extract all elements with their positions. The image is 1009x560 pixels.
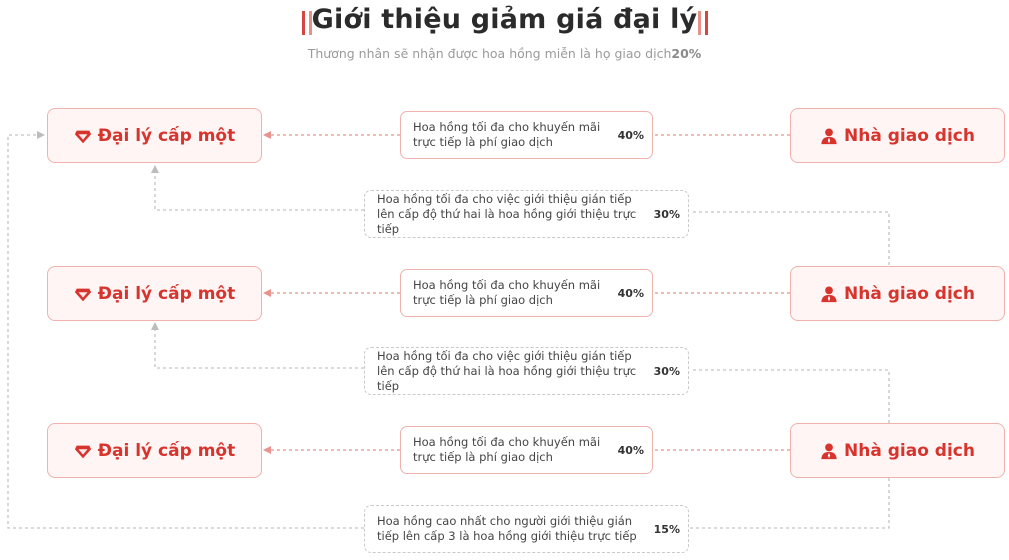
indirect-line-3-left [7, 131, 364, 529]
agent-label: Đại lý cấp một [97, 283, 236, 304]
agent-label: Đại lý cấp một [97, 440, 236, 461]
trader-label: Nhà giao dịch [844, 283, 975, 304]
user-icon [821, 286, 837, 302]
indirect-line-2-right [690, 369, 890, 423]
title-bar-right [698, 11, 701, 35]
direct-text: Hoa hồng tối đa cho khuyến mãi trực tiếp… [413, 435, 601, 464]
direct-text: Hoa hồng tối đa cho khuyến mãi trực tiếp… [413, 120, 601, 149]
indirect-percent: 30% [653, 364, 680, 378]
indirect-percent: 30% [653, 207, 680, 221]
title-bar-left-2 [309, 11, 312, 35]
trader-box-2: Nhà giao dịch [790, 266, 1005, 321]
direct-info-2: Hoa hồng tối đa cho khuyến mãi trực tiếp… [400, 269, 653, 317]
page-subtitle: Thương nhân sẽ nhận được hoa hồng miễn l… [0, 46, 1009, 61]
indirect-text: Hoa hồng tối đa cho việc giới thiệu gián… [377, 348, 637, 393]
user-icon [821, 128, 837, 144]
user-icon [821, 443, 837, 459]
indirect-info-3: Hoa hồng cao nhất cho người giới thiệu g… [364, 505, 689, 553]
trader-label: Nhà giao dịch [844, 125, 975, 146]
indirect-info-1: Hoa hồng tối đa cho việc giới thiệu gián… [364, 190, 689, 238]
subtitle-percent: 20% [671, 46, 702, 61]
indirect-line-2-left [151, 322, 364, 369]
indirect-line-1-left [151, 165, 364, 211]
agent-box-1: Đại lý cấp một [47, 108, 262, 163]
diamond-icon [74, 445, 91, 458]
trader-box-1: Nhà giao dịch [790, 108, 1005, 163]
diamond-icon [74, 288, 91, 301]
indirect-line-3-right [690, 478, 890, 529]
diamond-icon [74, 130, 91, 143]
direct-text: Hoa hồng tối đa cho khuyến mãi trực tiếp… [413, 278, 601, 307]
agent-box-3: Đại lý cấp một [47, 423, 262, 478]
indirect-text: Hoa hồng cao nhất cho người giới thiệu g… [377, 514, 637, 543]
title-bar-right-2 [705, 11, 708, 35]
direct-info-3: Hoa hồng tối đa cho khuyến mãi trực tiếp… [400, 426, 653, 474]
agent-label: Đại lý cấp một [97, 125, 236, 146]
agent-box-2: Đại lý cấp một [47, 266, 262, 321]
indirect-text: Hoa hồng tối đa cho việc giới thiệu gián… [377, 191, 637, 236]
trader-label: Nhà giao dịch [844, 440, 975, 461]
title-bar-left [302, 11, 305, 35]
indirect-percent: 15% [653, 522, 680, 536]
direct-percent: 40% [617, 128, 644, 142]
indirect-line-1-right [690, 211, 890, 265]
page-title: Giới thiệu giảm giá đại lý [311, 4, 698, 35]
direct-percent: 40% [617, 286, 644, 300]
direct-percent: 40% [617, 443, 644, 457]
subtitle-text: Thương nhân sẽ nhận được hoa hồng miễn l… [307, 46, 672, 61]
direct-info-1: Hoa hồng tối đa cho khuyến mãi trực tiếp… [400, 111, 653, 159]
indirect-info-2: Hoa hồng tối đa cho việc giới thiệu gián… [364, 347, 689, 395]
trader-box-3: Nhà giao dịch [790, 423, 1005, 478]
